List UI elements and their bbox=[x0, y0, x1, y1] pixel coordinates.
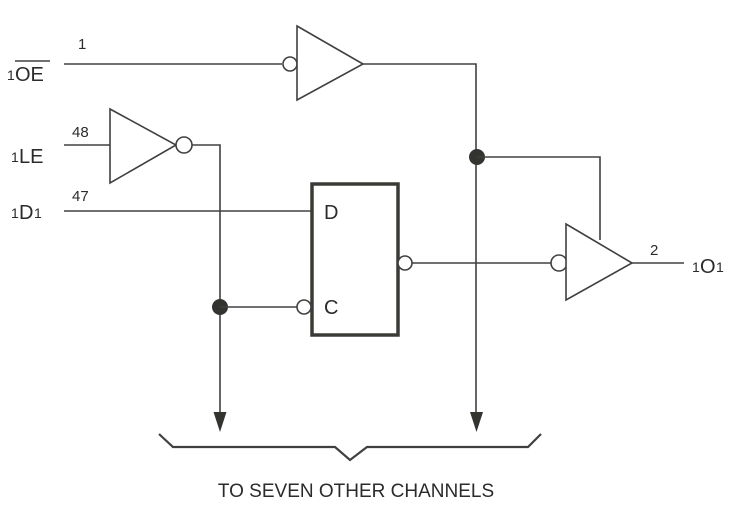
oe-enable-wire bbox=[363, 63, 477, 415]
o1-prefix: 1 bbox=[692, 259, 700, 275]
oe-inversion-bubble bbox=[282, 56, 298, 72]
le-inverter-triangle bbox=[109, 107, 178, 185]
output-buffer-triangle bbox=[565, 222, 634, 302]
le-input: 1 LE 48 bbox=[11, 107, 297, 432]
le-pin-number: 48 bbox=[72, 124, 89, 141]
le-name: LE bbox=[19, 146, 43, 168]
le-prefix: 1 bbox=[11, 149, 19, 165]
output-buffer: 2 1 O 1 bbox=[550, 222, 724, 302]
d1-input: 1 D 1 47 bbox=[11, 188, 312, 224]
le-clock-wire bbox=[192, 144, 221, 412]
output-inversion-bubble bbox=[550, 254, 568, 272]
caption: TO SEVEN OTHER CHANNELS bbox=[218, 481, 494, 502]
o1-suffix: 1 bbox=[716, 259, 724, 275]
oe-pin-number: 1 bbox=[78, 36, 86, 53]
le-inversion-bubble bbox=[175, 136, 193, 154]
d1-pin-number: 47 bbox=[72, 188, 89, 205]
latch-output-bubble bbox=[397, 255, 413, 271]
d1-suffix: 1 bbox=[34, 205, 42, 221]
oe-buffer-triangle bbox=[296, 24, 365, 102]
d1-prefix: 1 bbox=[11, 205, 19, 221]
oe-input: 1 OE 1 bbox=[7, 36, 282, 86]
oe-prefix: 1 bbox=[7, 67, 15, 83]
oe-name: OE bbox=[15, 64, 44, 86]
oe-arrow-head bbox=[470, 412, 483, 432]
oe-buffer bbox=[282, 24, 601, 432]
latch-clock-bubble bbox=[296, 299, 312, 315]
latch-c-label: C bbox=[324, 297, 338, 319]
latch-d-label: D bbox=[324, 202, 338, 224]
d-latch: D C bbox=[296, 182, 551, 337]
oe-to-output-wire bbox=[477, 156, 601, 240]
latch-box bbox=[310, 182, 400, 337]
d1-name: D bbox=[19, 202, 33, 224]
channels-brace bbox=[158, 433, 542, 462]
o1-pin-number: 2 bbox=[650, 242, 658, 259]
o1-name: O bbox=[700, 256, 716, 278]
le-arrow-head bbox=[213, 412, 227, 432]
